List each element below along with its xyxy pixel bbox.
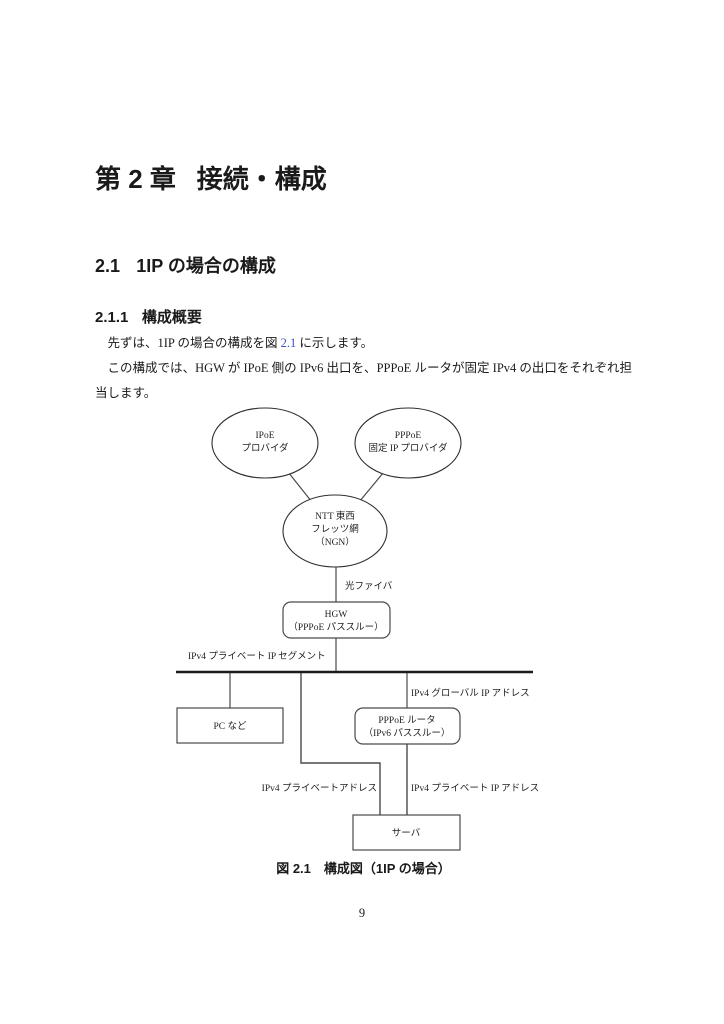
section-title: 1IP の場合の構成 (136, 256, 276, 276)
chapter-heading: 第 2 章接続・構成 (95, 164, 327, 195)
ngn-network-label-line2: フレッツ網 (311, 523, 359, 535)
subsection-heading: 2.1.1 構成概要 (95, 306, 202, 327)
section-number: 2.1 (95, 256, 121, 276)
ngn-network-ellipse (282, 494, 388, 568)
subsection-number: 2.1.1 (95, 309, 129, 326)
ipv4-private-address-label: IPv4 プライベートアドレス (262, 783, 377, 794)
body-text: 先ずは、1IP の場合の構成を図 2.1 に示します。 この構成では、HGW が… (95, 331, 632, 406)
body-paragraph-1: 先ずは、1IP の場合の構成を図 2.1 に示します。 (95, 331, 632, 356)
pppoe-router-box (354, 707, 461, 745)
ipv4-global-address-label: IPv4 グローバル IP アドレス (411, 687, 530, 699)
hgw-box (282, 601, 391, 639)
paragraph-1-post: に示します。 (296, 336, 374, 350)
body-paragraph-2: この構成では、HGW が IPoE 側の IPv6 出口を、PPPoE ルータが… (95, 361, 632, 400)
hgw-label-line1: HGW (325, 610, 348, 620)
ipv4-private-segment-label: IPv4 プライベート IP セグメント (188, 650, 326, 662)
pppoe-router-label-line1: PPPoE ルータ (378, 715, 435, 726)
ngn-network-label-line3: （NGN） (315, 536, 355, 548)
paragraph-1-pre: 先ずは、1IP の場合の構成を図 (107, 336, 281, 350)
figure-caption: 図 2.1 構成図（1IP の場合） (276, 861, 451, 876)
ipoe-provider-label-line1: IPoE (256, 431, 275, 441)
chapter-title: 接続・構成 (196, 164, 327, 194)
subsection-title: 構成概要 (141, 309, 202, 326)
pppoe-provider-ellipse (354, 407, 462, 479)
pppoe-router-label-line2: （IPv6 パススルー） (364, 727, 451, 739)
chapter-number: 第 2 章 (95, 164, 176, 194)
hgw-label-line2: （PPPoE パススルー） (288, 621, 383, 633)
ipoe-provider-ellipse (211, 407, 319, 479)
pc-label: PC など (214, 721, 247, 732)
ngn-network-label-line1: NTT 東西 (315, 510, 355, 522)
pppoe-provider-label-line1: PPPoE (395, 431, 422, 441)
pc-box (176, 707, 284, 744)
server-label: サーバ (392, 828, 421, 839)
server-box (352, 814, 461, 851)
section-heading: 2.1 1IP の場合の構成 (95, 252, 276, 278)
optical-fiber-label: 光ファイバ (345, 580, 393, 592)
pppoe-provider-label-line2: 固定 IP プロバイダ (369, 442, 448, 454)
ipoe-provider-label-line2: プロバイダ (241, 442, 289, 454)
ipv4-private-ip-address-label: IPv4 プライベート IP アドレス (411, 783, 539, 794)
page-number: 9 (358, 906, 366, 920)
figure-ref-link[interactable]: 2.1 (280, 336, 297, 350)
edge-bus-server-elbow (300, 672, 381, 815)
